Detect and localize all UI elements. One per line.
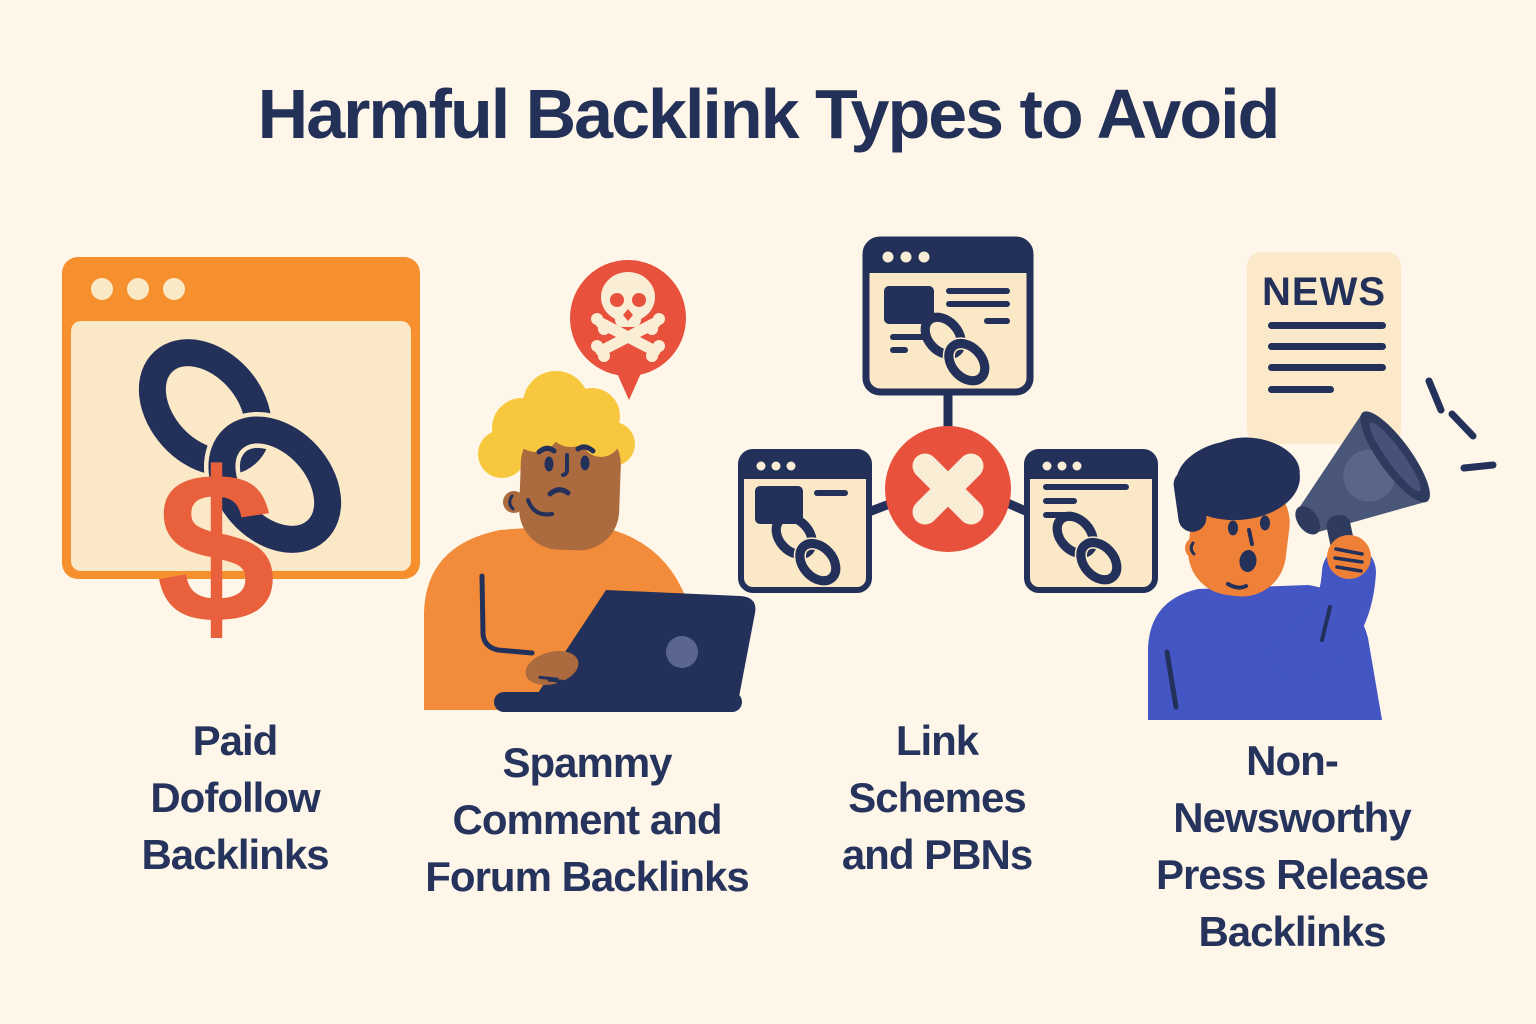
paid-dofollow-illustration: $ — [62, 257, 420, 668]
page-title: Harmful Backlink Types to Avoid — [257, 75, 1281, 153]
window-dots-icon — [91, 278, 185, 300]
news-headline: NEWS — [1262, 270, 1386, 314]
non-newsworthy-illustration: NEWS — [1148, 252, 1497, 720]
news-document: NEWS — [1247, 252, 1401, 444]
browser-window-right — [1024, 449, 1158, 593]
skull-crossbones-icon — [591, 272, 665, 362]
browser-window-top — [862, 236, 1034, 396]
blocked-x-circle — [885, 426, 1011, 552]
laptop — [494, 590, 756, 712]
link-schemes-illustration — [738, 236, 1158, 593]
x-mark-icon — [912, 453, 984, 525]
skull-speech-bubble — [570, 260, 686, 400]
typing-hand — [525, 651, 579, 685]
spammy-comment-illustration — [424, 260, 756, 712]
sound-lines-icon — [1425, 377, 1497, 472]
browser-window-left — [738, 449, 872, 590]
megaphone-icon — [1295, 411, 1430, 571]
caption-non-newsworthy: Non- Newsworthy Press Release Backlinks — [1156, 737, 1429, 956]
caption-spammy-comment: Spammy Comment and Forum Backlinks — [425, 739, 749, 901]
caption-paid-dofollow: Paid Dofollow Backlinks — [141, 717, 329, 879]
caption-link-schemes: Link Schemes and PBNs — [841, 717, 1033, 879]
megaphone-arm-hand — [1271, 535, 1376, 682]
dollar-sign: $ — [156, 427, 276, 668]
